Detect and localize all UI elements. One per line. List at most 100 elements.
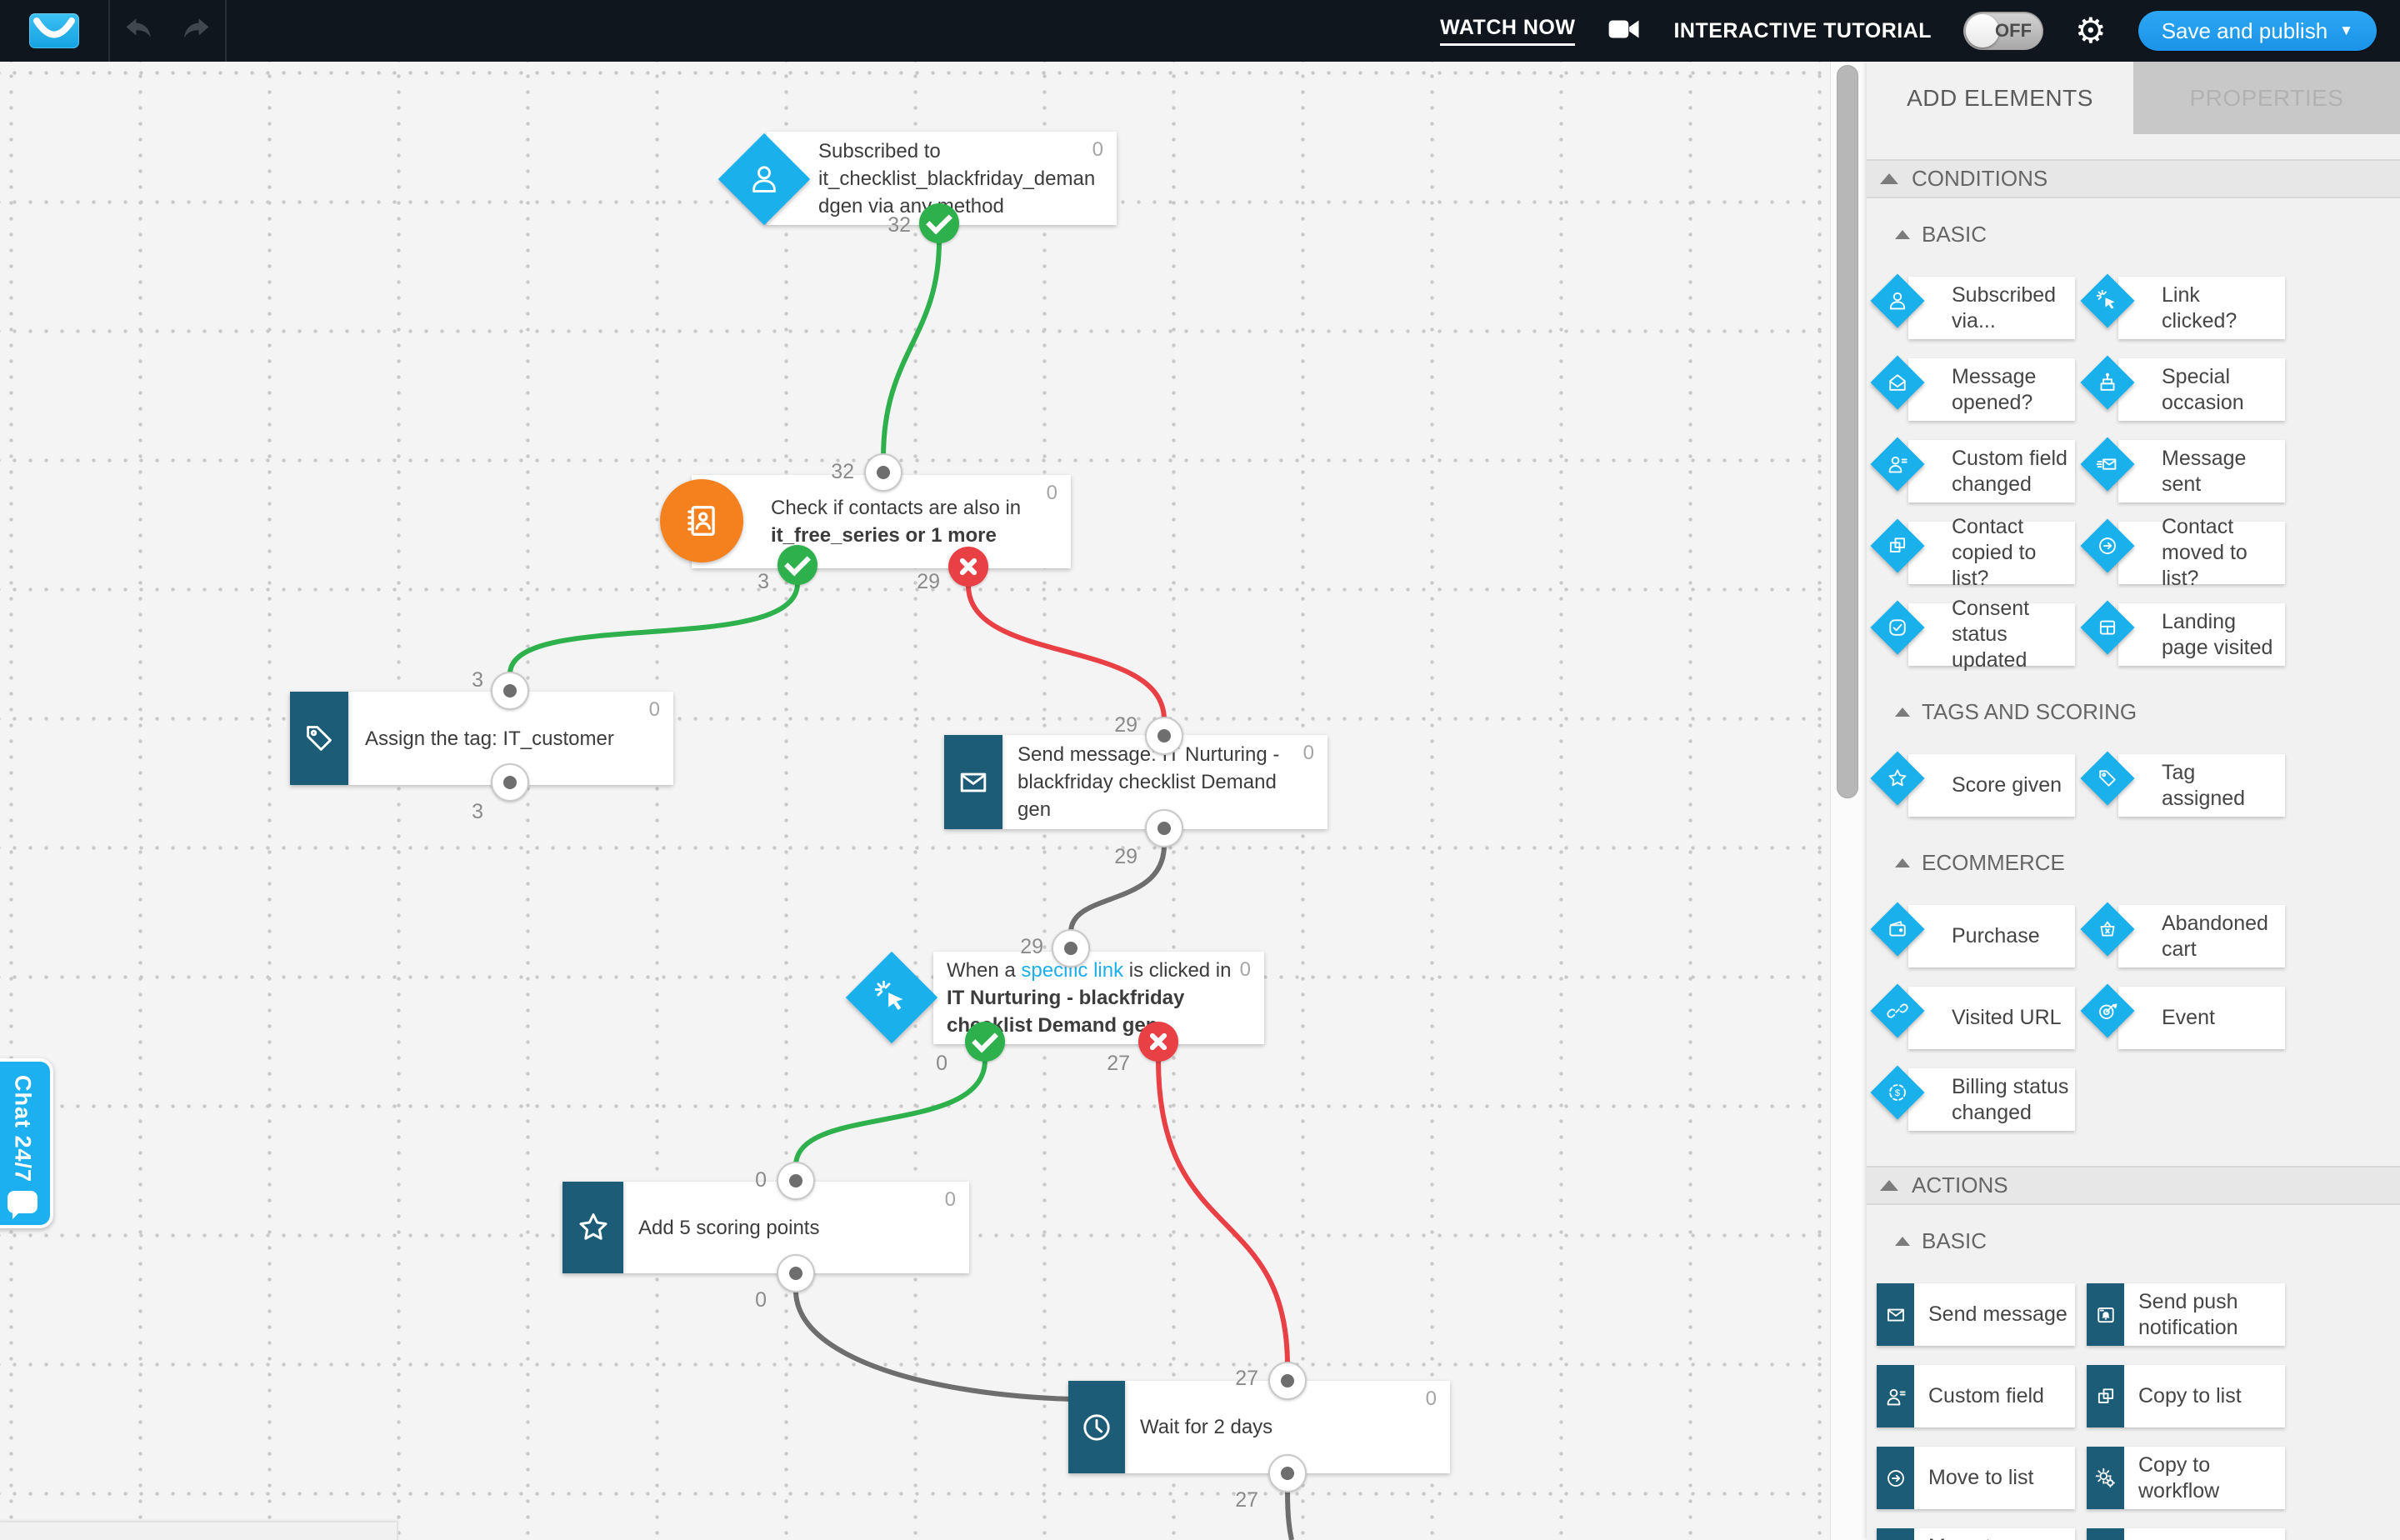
- connector-dot[interactable]: [491, 763, 529, 802]
- canvas-scrollbar[interactable]: [1830, 62, 1867, 1540]
- section-header-conditions[interactable]: CONDITIONS: [1867, 159, 2400, 198]
- element-card: Move to workflow: [1877, 1528, 2075, 1540]
- element-card: Purchase: [1908, 905, 2075, 968]
- group-header-basic[interactable]: BASIC: [1895, 1228, 2400, 1254]
- clock-icon: [1078, 1408, 1116, 1447]
- collapse-arrow-icon: [1880, 1180, 1898, 1191]
- element-move-to-list[interactable]: Move to list: [1877, 1438, 2075, 1519]
- settings-gear-icon[interactable]: ⚙: [2075, 11, 2107, 50]
- element-score-given[interactable]: Score given: [1870, 745, 2075, 827]
- element-custom-field-changed[interactable]: Custom field changed: [1870, 431, 2075, 512]
- connector-dot[interactable]: [1052, 929, 1090, 968]
- element-copy-to-workflow[interactable]: Copy to workflow: [2087, 1438, 2285, 1519]
- connector-dot[interactable]: [864, 453, 902, 492]
- node-label: Assign the tag: IT_customer: [365, 727, 614, 750]
- branch-count: 29: [917, 570, 940, 593]
- star-icon: [1870, 751, 1925, 806]
- condition-diamond[interactable]: [845, 951, 938, 1044]
- special-condition-circle[interactable]: [660, 479, 743, 562]
- element-link-clicked[interactable]: Link clicked?: [2080, 268, 2285, 349]
- group-header-tags-and-scoring[interactable]: TAGS AND SCORING: [1895, 699, 2400, 725]
- connector-dot[interactable]: [1268, 1362, 1307, 1400]
- element-message-sent[interactable]: Message sent: [2080, 431, 2285, 512]
- element-tag-assigned[interactable]: Tag assigned: [2080, 745, 2285, 827]
- connector-dot[interactable]: [1268, 1454, 1307, 1492]
- undo-button[interactable]: [117, 8, 163, 54]
- element-contact-copied-to-list[interactable]: Contact copied to list?: [1870, 512, 2075, 594]
- success-badge[interactable]: [919, 203, 959, 243]
- element-purchase[interactable]: Purchase: [1870, 896, 2075, 978]
- element-billing-status-changed[interactable]: Billing status changed$: [1870, 1059, 2075, 1141]
- action-square[interactable]: [1068, 1381, 1125, 1473]
- workflow-canvas[interactable]: 0 Subscribed to it_checklist_blackfriday…: [0, 62, 1830, 1540]
- action-square[interactable]: [562, 1182, 623, 1273]
- connector-lines: [508, 240, 1294, 1540]
- connector-dot[interactable]: [777, 1254, 815, 1292]
- connector-dot[interactable]: [491, 672, 529, 710]
- gear-arrow-icon: [1877, 1528, 1914, 1540]
- squares-icon: [1870, 518, 1925, 573]
- action-square[interactable]: [944, 735, 1002, 829]
- element-move-to-workflow[interactable]: Move to workflow: [1877, 1519, 2075, 1540]
- watch-now-link[interactable]: WATCH NOW: [1440, 16, 1576, 46]
- element-visited-url[interactable]: Visited URL: [1870, 978, 2075, 1059]
- tab-properties[interactable]: PROPERTIES: [2133, 62, 2400, 134]
- element-send-message[interactable]: Send message: [1877, 1274, 2075, 1356]
- node-badge-count: 0: [1092, 138, 1103, 161]
- connector-dot[interactable]: [777, 1162, 815, 1200]
- top-bar: WATCH NOW INTERACTIVE TUTORIAL OFF ⚙ Sav…: [0, 0, 2400, 62]
- connector-dot[interactable]: [1145, 717, 1183, 755]
- branch-count: 0: [755, 1168, 767, 1192]
- video-camera-icon[interactable]: [1607, 12, 1642, 51]
- element-abandoned-cart[interactable]: Abandoned cart: [2080, 896, 2285, 978]
- squares-icon: [2087, 1365, 2124, 1428]
- success-badge[interactable]: [778, 545, 818, 585]
- star-icon: [573, 1208, 613, 1248]
- group-header-ecommerce[interactable]: ECOMMERCE: [1895, 850, 2400, 876]
- condition-diamond[interactable]: [718, 132, 811, 226]
- chevron-down-icon: ▼: [2339, 22, 2353, 38]
- element-wait[interactable]: Wait: [2087, 1519, 2285, 1540]
- getresponse-logo-icon[interactable]: [29, 13, 79, 48]
- element-contact-moved-to-list[interactable]: Contact moved to list?: [2080, 512, 2285, 594]
- person-icon: [737, 152, 791, 206]
- element-card: Link clicked?: [2118, 277, 2285, 339]
- basket-x-icon: [2080, 902, 2135, 957]
- element-subscribed-via[interactable]: Subscribed via...: [1870, 268, 2075, 349]
- chat-support-tab[interactable]: Chat 24/7: [0, 1058, 53, 1228]
- element-send-push-notification[interactable]: Send push notification: [2087, 1274, 2285, 1356]
- failure-badge[interactable]: [948, 547, 988, 587]
- failure-badge[interactable]: [1138, 1022, 1178, 1062]
- success-badge[interactable]: [965, 1022, 1005, 1062]
- action-square[interactable]: [290, 692, 348, 785]
- connector-dot[interactable]: [1145, 809, 1183, 848]
- node-label: Check if contacts are also in it_free_se…: [771, 497, 1022, 547]
- address-book-icon: [680, 499, 723, 542]
- tab-add-elements[interactable]: ADD ELEMENTS: [1867, 62, 2133, 134]
- group-header-basic[interactable]: BASIC: [1895, 222, 2400, 248]
- element-copy-to-list[interactable]: Copy to list: [2087, 1356, 2285, 1438]
- redo-button[interactable]: [172, 8, 218, 54]
- save-and-publish-button[interactable]: Save and publish ▼: [2138, 11, 2377, 51]
- collapse-arrow-icon: [1895, 858, 1910, 868]
- element-consent-status-updated[interactable]: Consent status updated: [1870, 594, 2075, 676]
- element-landing-page-visited[interactable]: Landing page visited: [2080, 594, 2285, 676]
- branch-count: 3: [758, 570, 769, 593]
- branch-count: 0: [936, 1052, 948, 1075]
- element-special-occasion[interactable]: Special occasion: [2080, 349, 2285, 431]
- circle-arrow-icon: [2080, 518, 2135, 573]
- top-bar-right: WATCH NOW INTERACTIVE TUTORIAL OFF ⚙ Sav…: [1440, 11, 2400, 51]
- scrollbar-thumb[interactable]: [1837, 65, 1858, 798]
- branch-count: 0: [755, 1288, 767, 1312]
- envelope-icon: [1877, 1283, 1914, 1346]
- element-event[interactable]: Event: [2080, 978, 2285, 1059]
- person-icon: [1870, 273, 1925, 328]
- node-label: Wait for 2 days: [1140, 1416, 1273, 1438]
- section-header-actions[interactable]: ACTIONS: [1867, 1166, 2400, 1205]
- branch-count: 27: [1235, 1488, 1258, 1512]
- element-custom-field[interactable]: Custom field: [1877, 1356, 2075, 1438]
- bottom-left-panel: [0, 1521, 398, 1540]
- element-message-opened[interactable]: Message opened?: [1870, 349, 2075, 431]
- tutorial-toggle[interactable]: OFF: [1963, 12, 2044, 50]
- node-badge-count: 0: [944, 1188, 956, 1211]
